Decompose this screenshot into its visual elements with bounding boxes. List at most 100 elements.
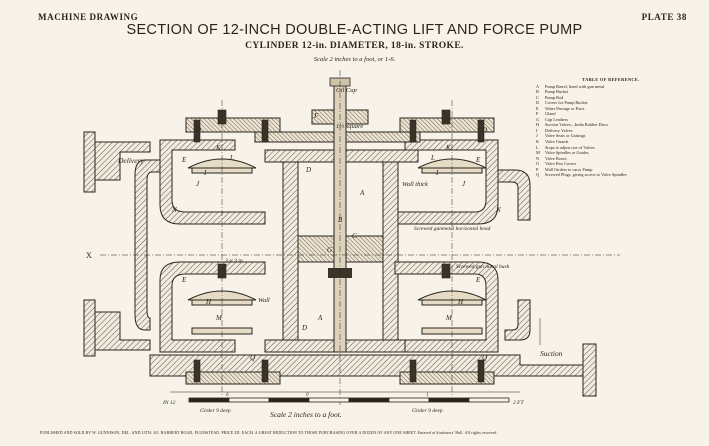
- scale-caption: Scale 2 inches to a foot.: [270, 410, 342, 419]
- svg-text:E: E: [475, 156, 481, 164]
- svg-text:J: J: [196, 180, 200, 188]
- right-passage-lower: [504, 299, 531, 341]
- label-section-marker: X: [86, 251, 92, 260]
- label-suction: Suction: [540, 349, 563, 358]
- reference-entry: F Gland: [536, 111, 686, 117]
- reference-text: Valve Seats or Gratings: [545, 133, 586, 139]
- lower-left-valve-box: [159, 261, 266, 353]
- reference-key: D: [536, 100, 540, 106]
- reference-text: Stops to adjust rise of Valves: [545, 144, 595, 150]
- label-screwed-bush: Screwed gun metal bush: [456, 264, 510, 270]
- upper-left-cover: [185, 117, 281, 133]
- reference-key: B: [536, 89, 539, 95]
- svg-text:Q: Q: [250, 354, 255, 362]
- svg-text:C: C: [352, 232, 357, 240]
- svg-text:H: H: [205, 298, 212, 306]
- reference-text: Water Passage or Ports: [545, 105, 585, 111]
- reference-text: Gland: [545, 111, 556, 117]
- reference-text: Cup Leathers: [545, 116, 569, 122]
- scale-note: Scale 2 inches to a foot, or 1-6.: [313, 56, 396, 63]
- svg-text:K: K: [215, 144, 221, 152]
- reference-key: K: [536, 139, 540, 145]
- svg-text:D: D: [305, 166, 311, 174]
- label-oil-cup: Oil Cup: [336, 87, 358, 94]
- svg-text:I: I: [203, 169, 207, 177]
- reference-text: Pump Barrel, lined with gun metal: [545, 83, 605, 89]
- scale-left-label: IN 12: [162, 400, 176, 406]
- svg-text:O: O: [482, 126, 487, 134]
- reference-entry: G Cup Leathers: [536, 117, 686, 123]
- lower-left-flange: [83, 299, 96, 357]
- svg-text:N: N: [171, 206, 177, 214]
- lower-left-cover: [185, 371, 281, 385]
- label-screwed-gland: Screwed gunmetal horizontal head: [414, 226, 491, 232]
- reference-key: I: [536, 127, 538, 133]
- reference-key: L: [536, 144, 539, 150]
- reference-key: M: [536, 150, 540, 156]
- svg-text:M: M: [445, 314, 453, 322]
- scale-tick-0: 0: [306, 393, 309, 398]
- barrel-left-wall: [282, 159, 299, 346]
- svg-text:N: N: [495, 206, 501, 214]
- lower-right-cover: [399, 371, 495, 385]
- svg-text:L: L: [430, 154, 435, 162]
- suction-flange: [582, 343, 597, 397]
- reference-text: Valve Boxes: [545, 155, 567, 161]
- reference-text: Valve Box Covers: [545, 161, 577, 167]
- svg-text:Q: Q: [482, 354, 487, 362]
- reference-entry: M Valve Spindles or Guides: [536, 150, 686, 156]
- scale-tick-6: 6: [226, 393, 229, 398]
- reference-key: E: [536, 105, 539, 111]
- svg-text:E: E: [181, 276, 187, 284]
- reference-key: H: [536, 122, 540, 128]
- svg-text:A: A: [317, 314, 323, 322]
- right-passage-outer: [497, 169, 531, 221]
- reference-entry: I Delivery Valves: [536, 128, 686, 134]
- reference-key: C: [536, 94, 539, 100]
- publisher-footer: PUBLISHED AND SOLD BY W. GUNNISON, DEL. …: [40, 431, 498, 435]
- label-square: 1½ square: [336, 123, 363, 130]
- svg-text:B: B: [338, 216, 343, 224]
- upper-left-valve-box: [159, 139, 266, 225]
- label-delivery: Delivery: [117, 156, 144, 165]
- delivery-flange: [83, 131, 96, 193]
- reference-key: Q: [536, 172, 540, 178]
- svg-text:E: E: [181, 156, 187, 164]
- svg-text:E: E: [475, 276, 481, 284]
- scale-right-label: 2 FT: [513, 400, 524, 406]
- svg-text:K: K: [445, 144, 451, 152]
- reference-entry: H Suction Valves—India Rubber Discs: [536, 122, 686, 128]
- svg-text:G: G: [327, 246, 332, 254]
- reference-table-heading: TABLE OF REFERENCE.: [582, 77, 640, 82]
- reference-text: Suction Valves—India Rubber Discs: [545, 122, 609, 128]
- svg-text:J: J: [462, 180, 466, 188]
- label-stop: 3 st 3 in: [224, 258, 243, 264]
- reference-key: F: [536, 111, 539, 117]
- reference-text: Delivery Valves: [545, 127, 573, 133]
- svg-text:H: H: [457, 298, 464, 306]
- svg-text:A: A: [359, 189, 365, 197]
- reference-key: N: [536, 155, 540, 161]
- reference-text: Valve Spindles or Guides: [545, 150, 589, 156]
- svg-text:M: M: [215, 314, 223, 322]
- reference-key: O: [536, 161, 540, 167]
- reference-entry: O Valve Box Covers: [536, 161, 686, 167]
- label-wall: Wall: [258, 297, 270, 304]
- svg-text:L: L: [229, 154, 234, 162]
- page-title: SECTION OF 12-INCH DOUBLE-ACTING LIFT AN…: [126, 22, 583, 38]
- reference-key: G: [536, 116, 540, 122]
- scale-tick-1: 1: [426, 393, 429, 398]
- lower-right-valve-box: [394, 261, 499, 353]
- plate-number: PLATE 38: [641, 12, 687, 22]
- reference-text: Wall Girders to carry Pump: [545, 166, 593, 172]
